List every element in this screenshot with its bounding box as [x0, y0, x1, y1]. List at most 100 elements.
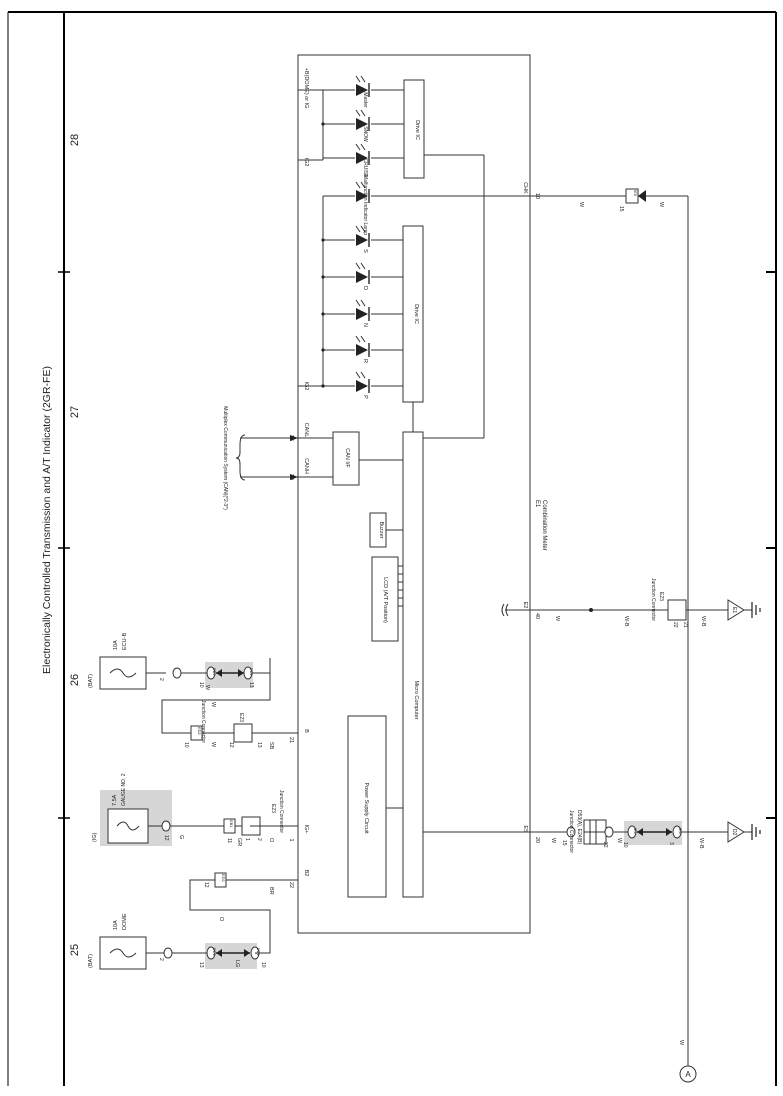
led-d	[321, 262, 403, 284]
term-ig2-b: IG2	[303, 158, 309, 167]
term-b2: B2	[303, 870, 309, 877]
num-15a: 15	[561, 840, 567, 846]
fuse-gauge-source: (IG)	[92, 832, 98, 842]
power-supply-block	[347, 715, 387, 898]
lamp-label-p: P	[362, 395, 368, 399]
num-22b: 22	[672, 622, 678, 628]
led-s	[321, 225, 403, 247]
num-13a: 13	[198, 962, 204, 968]
led-master	[323, 75, 404, 97]
meter-id: E1	[534, 500, 540, 508]
micro-computer-block	[402, 431, 424, 898]
lamp-label-snow: SNOW	[362, 126, 368, 142]
conn-eb1-a: EB1	[229, 820, 234, 828]
conn-ie1-a: IE1	[633, 828, 638, 835]
led-snow	[321, 109, 404, 131]
lamp-label-n: N	[362, 323, 368, 327]
grid-number-26: 26	[69, 674, 81, 686]
fuse-ecu-b-source: (BAT)	[88, 674, 94, 688]
ref-a-circle	[679, 1065, 697, 1083]
pin-21: 21	[288, 737, 294, 743]
term-ig2-a: IG2	[303, 382, 309, 391]
num-2a: 2	[158, 958, 164, 961]
fuse-gauge-rating: 7.5A	[112, 794, 118, 806]
wire-br: BR	[268, 887, 274, 895]
conn-eb1-b: EB1	[212, 668, 217, 676]
wire-w-f: W	[554, 616, 560, 622]
can-system-label: Multiplex Communication System (CAN)(*2-…	[222, 406, 228, 510]
drive-ic-top-label: Drive IC	[414, 120, 420, 140]
wire-o: O	[218, 917, 224, 922]
fuse-gauge-name: GAUGE NO. 2	[121, 773, 127, 806]
buzzer-label: Buzzer	[378, 521, 384, 538]
term-b: B	[303, 729, 309, 733]
wire-wb-b: W-B	[623, 616, 629, 627]
fuse-ecu-b-name: ECU-B	[122, 633, 128, 650]
drive-ic-top	[403, 79, 425, 179]
num-15b: 15	[618, 206, 624, 212]
lcd-label: LCD (A/T Position)	[382, 577, 388, 623]
wire-g: G	[178, 835, 184, 839]
term-ig: IG+	[303, 824, 309, 833]
fuse-dome-source: (BAT)	[88, 954, 94, 968]
ground-e1-triangle	[727, 599, 745, 621]
meter-name: Combination Meter	[541, 500, 547, 551]
conn-ie1-b: IE1	[678, 828, 683, 835]
num-11: 11	[226, 838, 232, 843]
pin-40: 40	[534, 613, 540, 619]
fuse-dome	[99, 936, 173, 970]
conn-ed1-c: ED1	[249, 668, 254, 677]
power-supply-label: Power Supply Circuit	[363, 782, 369, 834]
junction-e23-e2-name: Junction Connector	[650, 578, 656, 621]
conn-ed1-b: ED1	[256, 948, 261, 957]
term-chk: CHK	[522, 182, 528, 194]
ground-e1-label: E1	[731, 607, 737, 613]
grid-number-25: 25	[69, 944, 81, 956]
num-3: 3	[668, 842, 674, 845]
wire-gr: GR	[236, 838, 242, 846]
num-10d: 10	[622, 842, 628, 848]
ground-d2-triangle	[727, 821, 745, 843]
num-12b: 12	[163, 835, 169, 841]
junction-e23-ig-id: E23	[270, 804, 276, 813]
junction-e23-e2	[667, 599, 687, 621]
lcd-block	[371, 556, 399, 642]
led-p	[321, 371, 403, 393]
diagram-title: Electronically Controlled Transmission a…	[41, 366, 53, 674]
lamp-label-master: Master	[362, 92, 368, 108]
led-cruise	[323, 143, 404, 165]
can-if-label: CAN I/F	[344, 448, 350, 468]
junction-e23-b-id: E23	[238, 713, 244, 722]
micro-computer-label: Micro Computer	[413, 680, 419, 719]
num-1: 1	[244, 838, 250, 841]
junction-d53-id: D53(A), E24(B)	[576, 810, 582, 845]
power-supply-text: Power Supply Circuit	[363, 782, 369, 834]
pin-20: 20	[534, 837, 540, 843]
wire-o-2: O	[268, 838, 274, 843]
page-frame	[7, 11, 777, 1086]
num-13b: 13	[248, 682, 254, 688]
term-canl: CANL	[303, 423, 309, 438]
grid-number-27: 27	[69, 406, 81, 418]
wire-w-h: W	[658, 202, 664, 208]
term-e2: E2	[522, 602, 528, 609]
num-2b: 2	[256, 838, 262, 841]
conn-ed1-a: ED1	[212, 948, 217, 957]
conn-ed2-a: ED2	[221, 874, 226, 883]
num-13c: 13	[256, 742, 262, 748]
num-10c: 10	[183, 742, 189, 748]
wire-sb: SB	[268, 742, 274, 750]
combination-meter-box	[297, 54, 531, 934]
num-21: 21	[682, 622, 688, 628]
junction-e23-ig-name: Junction Connector	[278, 790, 284, 833]
wire-w-a: W	[204, 685, 210, 691]
term-canh: CANH	[303, 458, 309, 474]
ground-d2-label: D2	[731, 829, 737, 836]
num-12c: 12	[228, 742, 234, 748]
term-b-dome: +B(DOME) or IG	[303, 68, 309, 109]
num-12a: 12	[203, 882, 209, 888]
grid-number-28: 28	[69, 134, 81, 146]
lamp-label-r: R	[362, 359, 368, 363]
junction-e23-e2-id: E23	[658, 592, 664, 601]
